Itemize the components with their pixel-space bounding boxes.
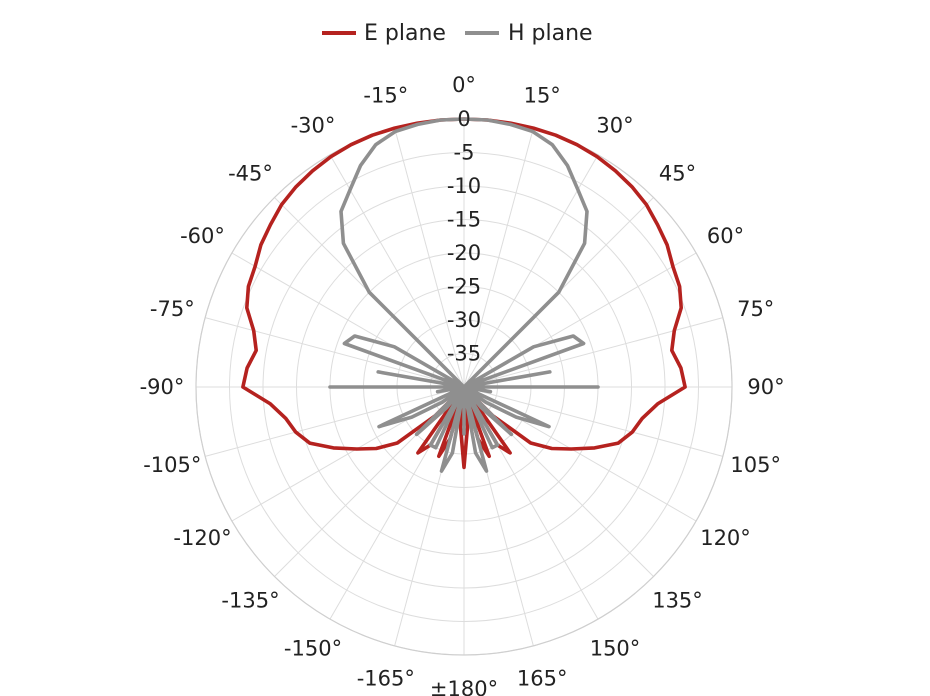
radial-tick-label: -25	[447, 275, 481, 299]
angular-tick-label: -105°	[143, 453, 201, 477]
angular-tick-label: -90°	[140, 375, 185, 399]
radial-tick-label: -30	[447, 308, 481, 332]
radial-tick-label: -15	[447, 208, 481, 232]
angular-tick-label: 150°	[590, 637, 641, 661]
angular-tick-label: -60°	[180, 224, 225, 248]
angular-tick-label: 60°	[707, 224, 744, 248]
angular-tick-label: 135°	[652, 589, 703, 613]
radial-tick-label: -10	[447, 174, 481, 198]
legend-label-e-plane: E plane	[364, 21, 446, 46]
angular-tick-label: -30°	[291, 114, 336, 138]
grid-ring	[296, 219, 632, 555]
angular-tick-labels: 0° 15° 30° 45° 60° 75° 90° 105° 120° 135° 150° 165°…	[140, 73, 785, 696]
radial-tick-labels: 0 -5 -10 -15 -20 -25 -30 -35	[447, 107, 481, 366]
angular-tick-label: -165°	[357, 667, 415, 691]
radial-tick-label: 0	[457, 107, 470, 131]
angular-tick-label: 15°	[524, 83, 561, 107]
angular-tick-label: 105°	[730, 453, 781, 477]
grid-ring	[229, 152, 699, 622]
legend: E plane H plane	[322, 21, 593, 46]
angular-tick-label: -15°	[363, 83, 408, 107]
radial-tick-label: -35	[447, 342, 481, 366]
radial-tick-label: -5	[454, 141, 475, 165]
angular-tick-label: -75°	[150, 297, 195, 321]
angular-tick-label: 90°	[747, 375, 784, 399]
angular-tick-label: 30°	[596, 114, 633, 138]
angular-tick-label: 120°	[700, 526, 751, 550]
angular-tick-label: -120°	[173, 526, 231, 550]
angular-tick-label: 0°	[452, 73, 476, 97]
angular-tick-label: 75°	[737, 297, 774, 321]
radial-tick-label: -20	[447, 241, 481, 265]
angular-tick-label: 45°	[659, 162, 696, 186]
legend-label-h-plane: H plane	[508, 21, 593, 46]
series-group	[241, 117, 687, 473]
angular-tick-label: -135°	[221, 589, 279, 613]
angular-tick-label: 165°	[517, 667, 568, 691]
grid-ring	[262, 185, 666, 589]
angular-tick-label: -45°	[228, 162, 273, 186]
series-line-h-plane	[328, 117, 600, 473]
angular-tick-label: ±180°	[430, 677, 498, 696]
angular-tick-label: -150°	[284, 637, 342, 661]
